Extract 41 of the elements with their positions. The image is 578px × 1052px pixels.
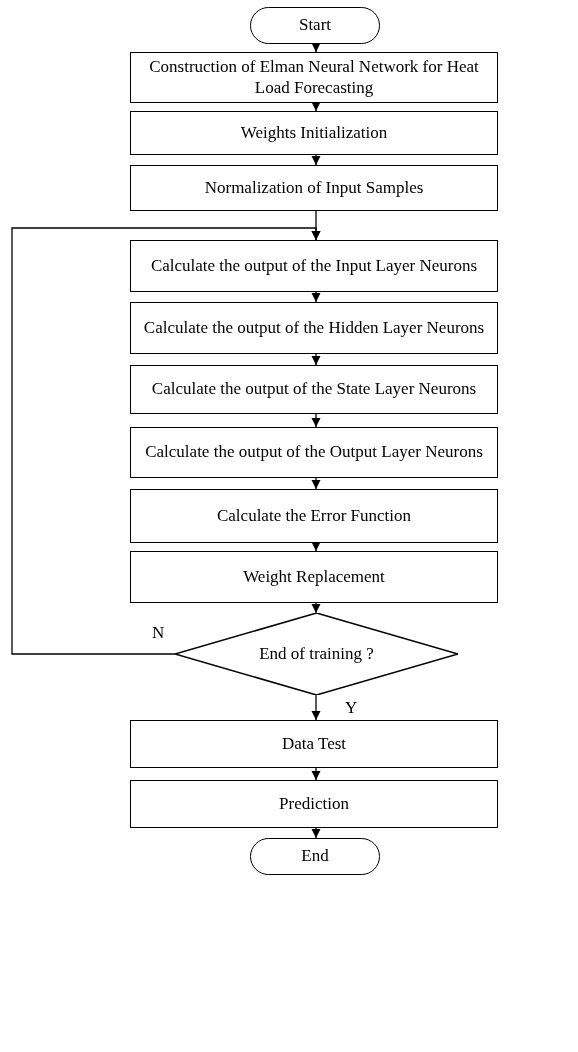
terminal-shape <box>250 838 380 875</box>
process-box <box>130 365 498 414</box>
node-text: Start <box>297 15 333 36</box>
process-box <box>130 52 498 103</box>
arrow <box>311 42 321 53</box>
arrow <box>311 291 321 303</box>
node-text: Calculate the output of the Output Layer Neurons <box>144 442 484 463</box>
node-text: Calculate the output of the State Layer Neurons <box>150 379 478 400</box>
process-box <box>130 720 498 768</box>
process-box <box>130 111 498 155</box>
process-box <box>130 165 498 211</box>
arrow <box>311 353 321 366</box>
arrow <box>311 101 321 112</box>
process-box <box>130 551 498 603</box>
node-text: Normalization of Input Samples <box>203 177 425 199</box>
process-box <box>130 240 498 292</box>
decision-diamond <box>175 613 458 695</box>
arrow <box>311 767 321 781</box>
arrow <box>311 827 321 839</box>
node-text: Calculate the output of the Hidden Layer Neurons <box>142 317 486 339</box>
arrow <box>311 694 321 721</box>
process-box <box>130 489 498 543</box>
arrow <box>311 154 321 166</box>
arrow <box>11 227 321 655</box>
node-text: Weight Replacement <box>242 566 386 588</box>
node-text: Calculate the output of the Input Layer Neurons <box>149 255 479 277</box>
node-text: End <box>300 846 330 867</box>
node-text: Weights Initialization <box>239 122 389 144</box>
arrow <box>311 413 321 428</box>
terminal-shape <box>250 7 380 44</box>
arrow <box>311 602 321 614</box>
arrow <box>311 541 321 552</box>
node-text: Data Test <box>280 733 348 755</box>
node-text: Calculate the Error Function <box>216 505 412 527</box>
process-box <box>130 427 498 478</box>
process-box <box>130 302 498 354</box>
node-text: End of training ? <box>258 643 375 665</box>
process-box <box>130 780 498 828</box>
node-text: Prediction <box>278 793 350 815</box>
arrow <box>311 477 321 490</box>
node-text: Construction of Elman Neural Network for Heat Load Forecasting <box>148 57 480 98</box>
